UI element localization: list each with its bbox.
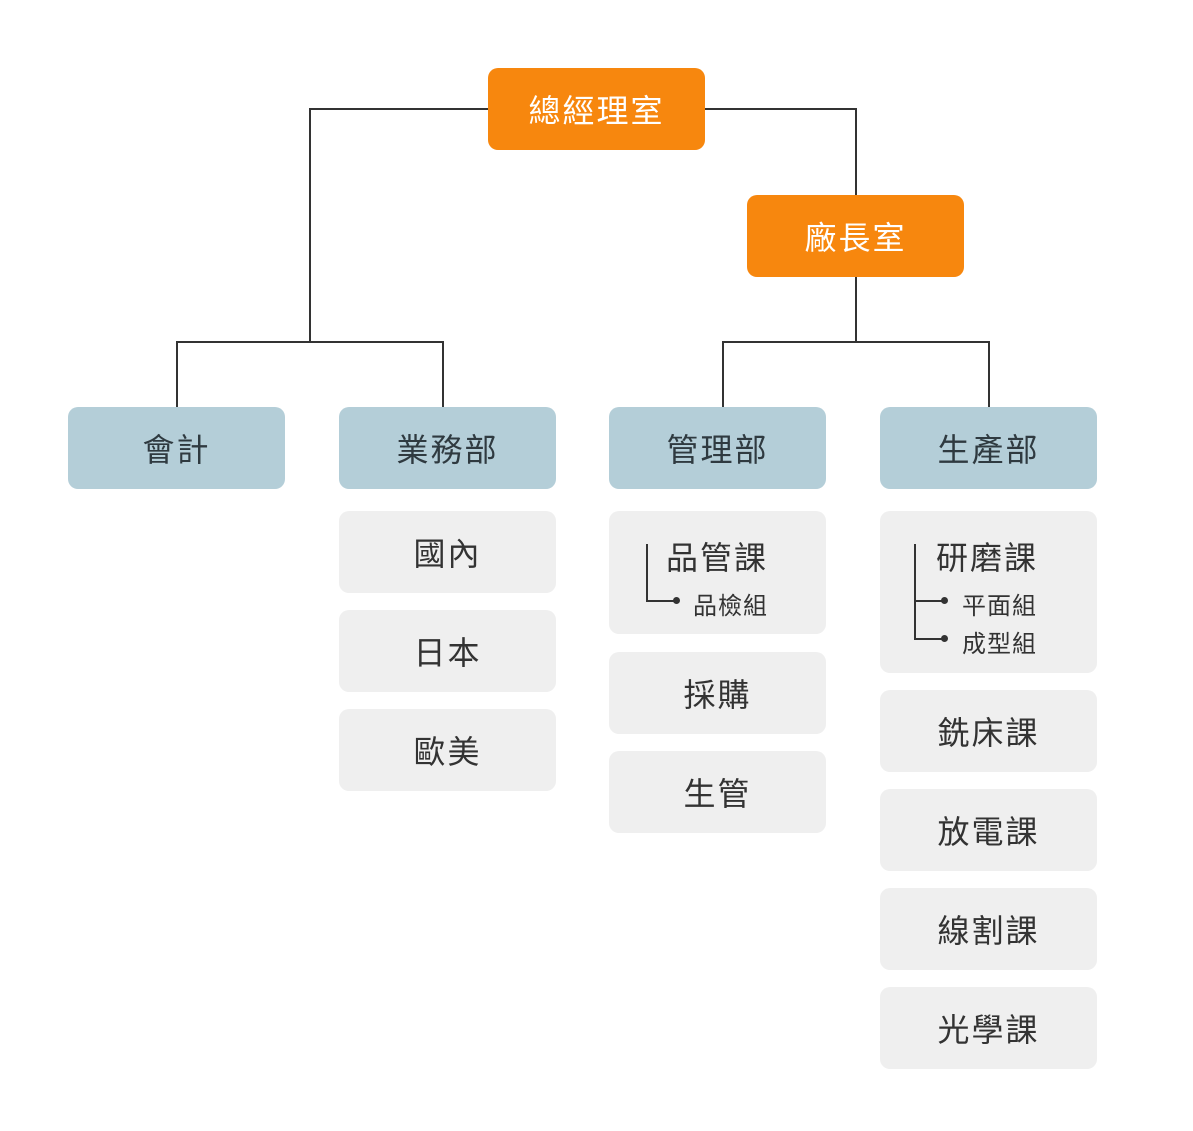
grinding-tree-dot-2: [941, 635, 948, 642]
gm-office-box[interactable]: 總經理室: [488, 68, 705, 150]
mgmt-unit-label: 生管: [683, 775, 752, 813]
grinding-child-label: 成型組: [962, 630, 1037, 658]
prod-unit-label: 銑床課: [937, 714, 1040, 752]
sales-unit-domestic[interactable]: 國內: [339, 511, 556, 593]
dept-accounting[interactable]: 會計: [68, 407, 285, 489]
sales-unit-label: 日本: [413, 634, 482, 672]
qc-label: 品管課: [666, 539, 769, 577]
sales-unit-label: 歐美: [413, 733, 482, 771]
prod-unit-grinding[interactable]: 研磨課 平面組 成型組: [880, 511, 1097, 673]
qc-tree-line: [646, 544, 648, 602]
grinding-child-label: 平面組: [962, 592, 1037, 620]
factory-office-box[interactable]: 廠長室: [747, 195, 964, 277]
dept-production[interactable]: 生產部: [880, 407, 1097, 489]
prod-unit-milling[interactable]: 銑床課: [880, 690, 1097, 772]
connector-left-bracket: [176, 341, 444, 408]
mgmt-unit-production-control[interactable]: 生管: [609, 751, 826, 833]
dept-management-label: 管理部: [666, 431, 769, 469]
connector-gm-left: [309, 108, 488, 342]
prod-unit-wire-cut[interactable]: 線割課: [880, 888, 1097, 970]
prod-unit-optical[interactable]: 光學課: [880, 987, 1097, 1069]
prod-unit-label: 放電課: [937, 813, 1040, 851]
sales-unit-japan[interactable]: 日本: [339, 610, 556, 692]
qc-tree-branch: [646, 600, 676, 602]
connector-right-bracket: [722, 341, 990, 408]
sales-unit-label: 國內: [413, 535, 482, 573]
dept-accounting-label: 會計: [142, 431, 211, 469]
grinding-tree-branch-2: [914, 638, 944, 640]
gm-office-label: 總經理室: [528, 92, 665, 130]
qc-tree-dot: [673, 597, 680, 604]
dept-sales[interactable]: 業務部: [339, 407, 556, 489]
dept-production-label: 生產部: [937, 431, 1040, 469]
mgmt-unit-qc[interactable]: 品管課 品檢組: [609, 511, 826, 634]
grinding-tree-line: [914, 544, 916, 640]
qc-child-label: 品檢組: [693, 592, 768, 620]
grinding-tree-dot-1: [941, 597, 948, 604]
mgmt-unit-purchasing[interactable]: 採購: [609, 652, 826, 734]
sales-unit-europe-us[interactable]: 歐美: [339, 709, 556, 791]
dept-management[interactable]: 管理部: [609, 407, 826, 489]
mgmt-unit-label: 採購: [683, 676, 752, 714]
dept-sales-label: 業務部: [396, 431, 499, 469]
prod-unit-edm[interactable]: 放電課: [880, 789, 1097, 871]
grinding-tree-branch-1: [914, 600, 944, 602]
prod-unit-label: 線割課: [937, 912, 1040, 950]
prod-unit-label: 光學課: [937, 1011, 1040, 1049]
grinding-label: 研磨課: [936, 539, 1039, 577]
factory-office-label: 廠長室: [804, 219, 907, 257]
connector-gm-factory: [705, 108, 857, 196]
